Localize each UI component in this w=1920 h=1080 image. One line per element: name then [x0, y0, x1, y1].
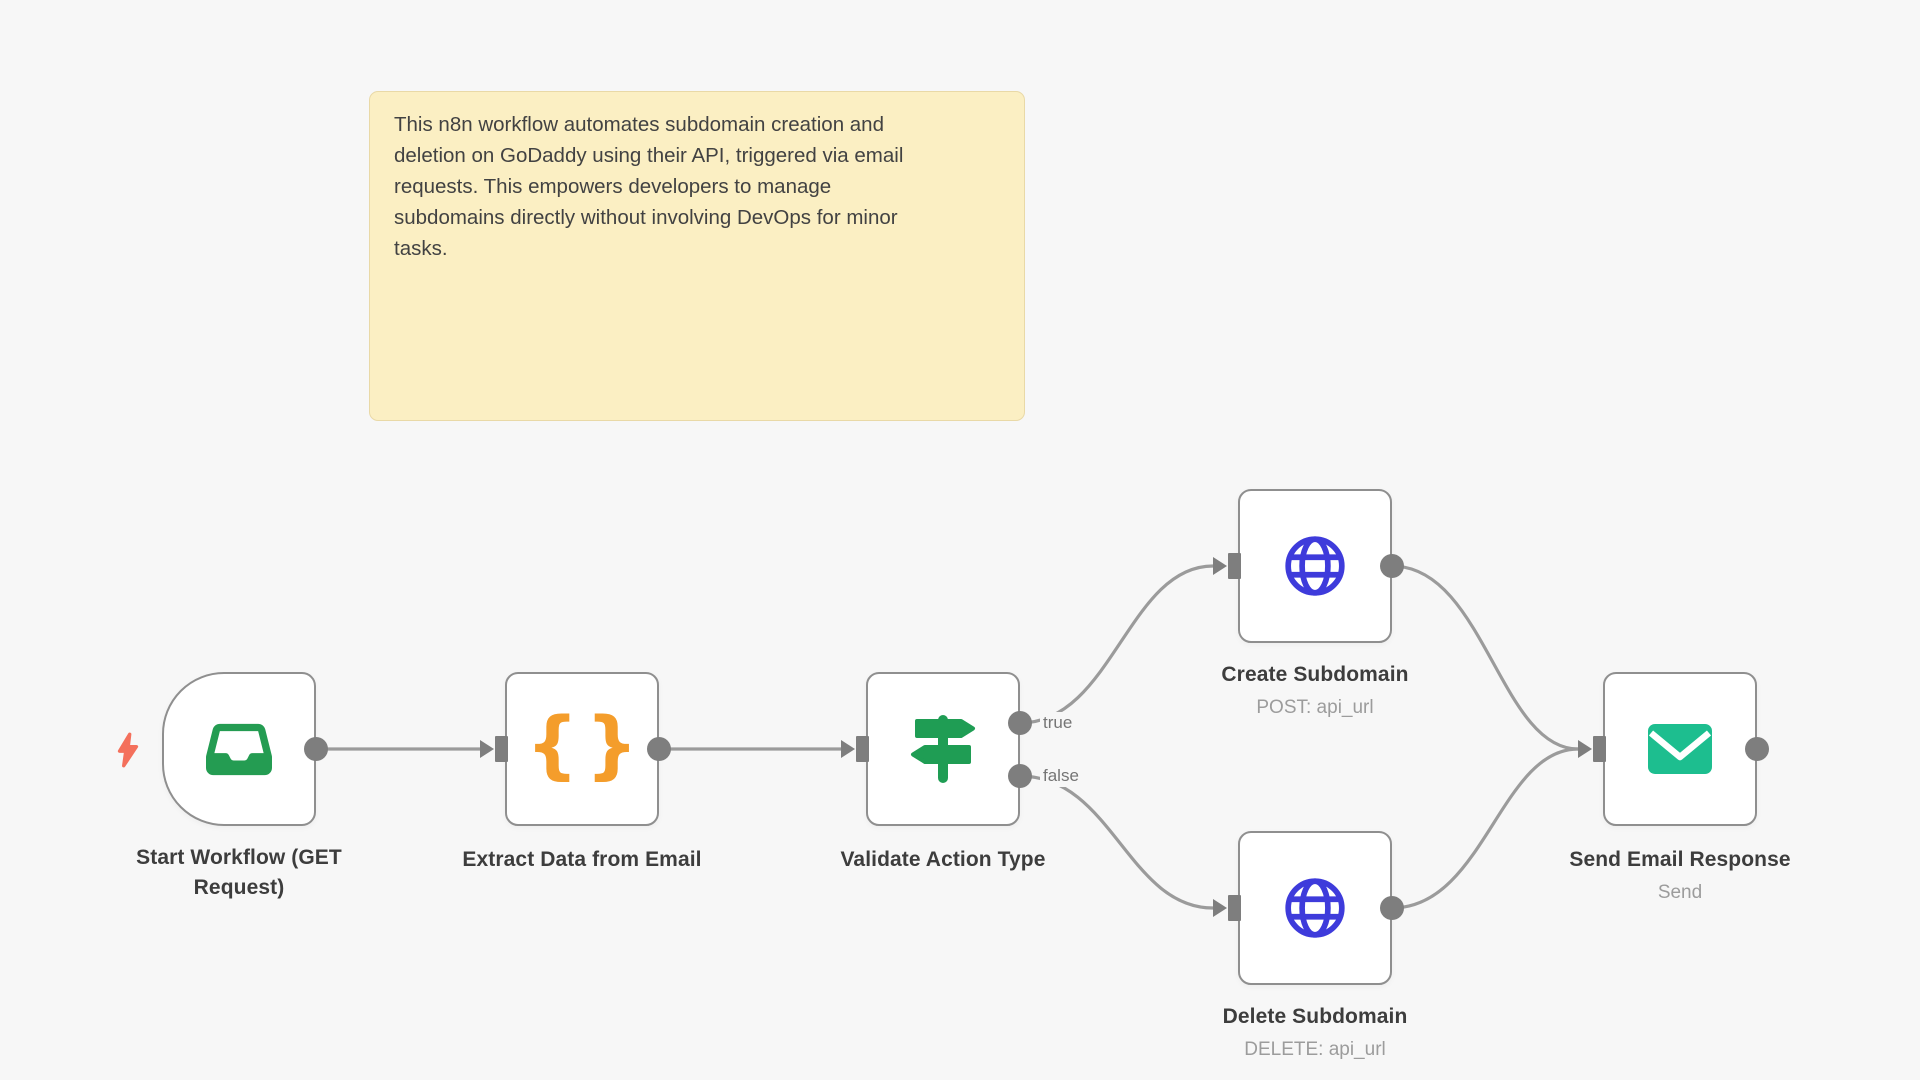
globe-icon — [1285, 878, 1345, 938]
branch-label-false: false — [1040, 765, 1082, 787]
connection-delete-to-send[interactable] — [1390, 747, 1580, 910]
node-title-create-subdomain: Create Subdomain — [1221, 663, 1409, 686]
output-port-send-email[interactable] — [1745, 737, 1769, 761]
input-port-arrow-validate-action[interactable] — [841, 740, 855, 758]
node-title-extract-data: Extract Data from Email — [462, 848, 702, 871]
node-title-validate-action: Validate Action Type — [840, 848, 1046, 871]
input-port-arrow-send-email[interactable] — [1578, 740, 1592, 758]
node-subtitle-delete-subdomain: DELETE: api_url — [1244, 1039, 1386, 1060]
connection-create-to-send[interactable] — [1390, 564, 1580, 751]
code-braces-icon: { } — [526, 708, 638, 782]
node-subtitle-create-subdomain: POST: api_url — [1256, 697, 1374, 718]
node-title-send-email: Send Email Response — [1569, 848, 1791, 871]
node-subtitle-send-email: Send — [1657, 882, 1703, 903]
node-create-subdomain[interactable] — [1238, 489, 1392, 643]
brace-close: } — [585, 702, 639, 788]
output-port-extract-data[interactable] — [647, 737, 671, 761]
output-port-validate-false[interactable] — [1008, 764, 1032, 788]
output-port-start-workflow[interactable] — [304, 737, 328, 761]
node-extract-data[interactable]: { } — [505, 672, 659, 826]
node-delete-subdomain[interactable] — [1238, 831, 1392, 985]
sticky-note[interactable]: This n8n workflow automates subdomain cr… — [369, 91, 1025, 421]
input-port-send-email[interactable] — [1593, 736, 1606, 762]
input-port-arrow-create-subdomain[interactable] — [1213, 557, 1227, 575]
input-port-extract-data[interactable] — [495, 736, 508, 762]
output-port-validate-true[interactable] — [1008, 711, 1032, 735]
globe-icon — [1285, 536, 1345, 596]
node-send-email[interactable] — [1603, 672, 1757, 826]
inbox-icon — [206, 723, 272, 775]
node-validate-action[interactable] — [866, 672, 1020, 826]
brace-open: { — [525, 702, 579, 788]
node-title-delete-subdomain: Delete Subdomain — [1222, 1005, 1408, 1028]
input-port-arrow-delete-subdomain[interactable] — [1213, 899, 1227, 917]
input-port-arrow-extract-data[interactable] — [480, 740, 494, 758]
signpost-icon — [911, 715, 975, 783]
input-port-validate-action[interactable] — [856, 736, 869, 762]
node-start-workflow[interactable] — [162, 672, 316, 826]
node-title-start-workflow: Start Workflow (GET Request) — [136, 846, 342, 899]
envelope-icon — [1648, 724, 1712, 774]
output-port-create-subdomain[interactable] — [1380, 554, 1404, 578]
sticky-note-text: This n8n workflow automates subdomain cr… — [394, 113, 904, 260]
branch-label-true: true — [1040, 712, 1076, 734]
input-port-create-subdomain[interactable] — [1228, 553, 1241, 579]
output-port-delete-subdomain[interactable] — [1380, 896, 1404, 920]
input-port-delete-subdomain[interactable] — [1228, 895, 1241, 921]
connection-false-to-delete[interactable] — [1018, 774, 1215, 910]
trigger-bolt-icon — [117, 732, 139, 768]
